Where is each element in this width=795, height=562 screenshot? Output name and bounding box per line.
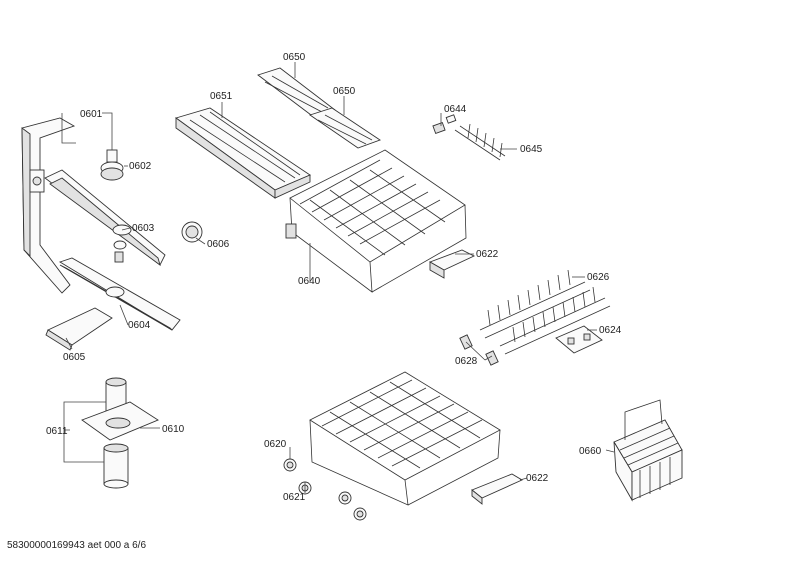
label-0645: 0645 (520, 144, 543, 155)
label-0601: 0601 (80, 109, 103, 120)
small-clip (432, 114, 457, 135)
label-0650-top: 0650 (283, 52, 306, 63)
label-0650-mid: 0650 (333, 86, 356, 97)
side-cover-top (428, 249, 476, 279)
upper-spray-arm (44, 169, 166, 267)
label-0651: 0651 (210, 91, 233, 102)
upper-basket (285, 149, 467, 293)
filter-assembly (81, 377, 159, 489)
label-0620: 0620 (264, 439, 287, 450)
label-0640: 0640 (298, 276, 321, 287)
round-filter (181, 221, 203, 243)
lower-spray-arm (58, 257, 181, 331)
side-cover-bottom (471, 473, 523, 505)
holder-set (555, 325, 603, 354)
label-0628: 0628 (455, 356, 478, 367)
label-0626: 0626 (587, 272, 610, 283)
label-0602: 0602 (129, 161, 152, 172)
lower-basket (309, 371, 501, 506)
label-0603: 0603 (132, 223, 155, 234)
label-0622-bottom: 0622 (526, 473, 549, 484)
nut-part (100, 149, 124, 181)
supply-pipe-assembly (21, 117, 76, 294)
label-0622-top: 0622 (476, 249, 499, 260)
part-labels: 0601 0602 0603 0604 0605 0606 0611 0610 … (46, 52, 622, 503)
label-0605: 0605 (63, 352, 86, 363)
rack-insert-lower (308, 107, 381, 149)
cutlery-tray (174, 107, 311, 199)
label-0610: 0610 (162, 424, 185, 435)
drawing-number: 58300000169943 aet 000 a 6/6 (7, 540, 147, 551)
fold-down-rack-small (454, 123, 506, 161)
fold-down-tine-rack (479, 269, 611, 355)
spray-disc (45, 307, 113, 351)
label-0611: 0611 (46, 426, 68, 437)
label-0606: 0606 (207, 239, 230, 250)
label-0644: 0644 (444, 104, 467, 115)
leader-lines (61, 62, 615, 493)
label-0604: 0604 (128, 320, 151, 331)
cutlery-basket (613, 399, 683, 502)
label-0660: 0660 (579, 446, 602, 457)
label-0621: 0621 (283, 492, 306, 503)
label-0624: 0624 (599, 325, 622, 336)
